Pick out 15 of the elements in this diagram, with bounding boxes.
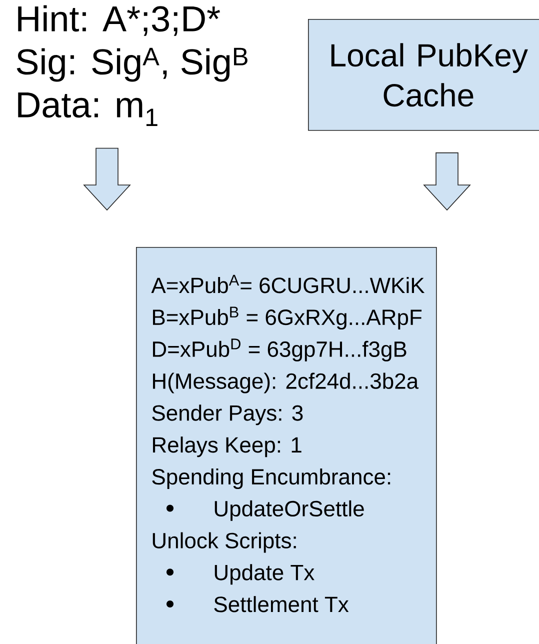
- text-line: A=xPub$^{A}$= 6CUGRU...WKiK: [151, 274, 425, 294]
- text-line: Spending Encumbrance:: [152, 468, 390, 489]
- text-line: Relays Keep: 1: [153, 436, 302, 458]
- text-line: UpdateOrSettle: [214, 500, 364, 521]
- text-line: Settlement Tx: [214, 596, 349, 612]
- block-arrow: [423, 152, 471, 211]
- note-text: Hint: A*;3;D* Sig: Sig$^{A}$, Sig$^{B}$ Data: m$_{1}$: [16, 5, 248, 126]
- text-line: Sender Pays: 3: [152, 404, 303, 426]
- text-line: B=xPub$^{B}$ = 6GxRXg...ARpF: [153, 306, 422, 330]
- text-line: Update Tx: [214, 564, 314, 585]
- text-line: Unlock Scripts:: [152, 532, 296, 553]
- text-line: D=xPub$^{D}$ = 63gp7H...f3gB: [153, 338, 406, 362]
- cache-box: Local PubKey Cache: [308, 19, 539, 131]
- text-line: H(Message): 2cf24d...3b2a: [153, 372, 419, 394]
- block-arrow: [83, 148, 131, 211]
